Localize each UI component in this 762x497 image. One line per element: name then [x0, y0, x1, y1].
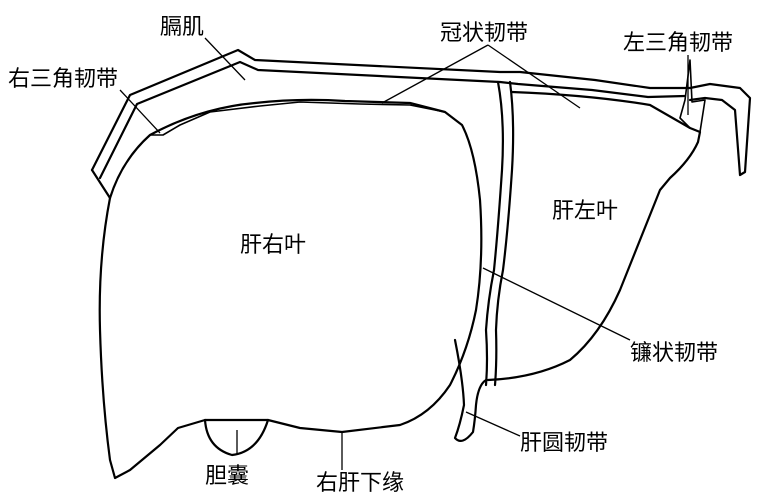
falciform-ligament-line-right — [493, 80, 515, 387]
label-left-triangular-ligament: 左三角韧带 — [623, 31, 733, 56]
label-right-lobe: 肝右叶 — [240, 233, 306, 258]
label-diaphragm: 膈肌 — [160, 15, 204, 40]
gallbladder-outline — [203, 418, 270, 457]
label-falciform-ligament: 镰状韧带 — [630, 341, 718, 366]
label-coronary-ligament: 冠状韧带 — [440, 21, 528, 46]
right-lobe-top-edge — [149, 101, 446, 136]
leader-coronary-right — [381, 44, 489, 104]
label-right-triangular-ligament: 右三角韧带 — [8, 67, 118, 92]
label-inferior-margin: 右肝下缘 — [316, 471, 404, 496]
round-ligament-outline — [453, 338, 488, 442]
diaphragm-inner-outline — [98, 60, 687, 180]
leader-round-ligament — [465, 411, 521, 437]
left-lobe-outline — [486, 90, 702, 382]
label-left-lobe: 肝左叶 — [552, 199, 618, 224]
leader-right-triangular — [119, 89, 161, 134]
left-triangular-ligament-shape — [679, 59, 706, 133]
label-round-ligament: 肝圆韧带 — [520, 431, 608, 456]
leader-coronary-left — [487, 44, 581, 109]
label-gallbladder: 胆囊 — [205, 464, 249, 489]
right-lobe-outline — [98, 98, 483, 480]
leader-falciform — [482, 267, 631, 341]
band-left-end — [90, 168, 112, 200]
diaphragm-outer-outline — [90, 48, 752, 177]
leader-diaphragm — [204, 37, 246, 81]
falciform-ligament-line-left — [484, 80, 504, 387]
